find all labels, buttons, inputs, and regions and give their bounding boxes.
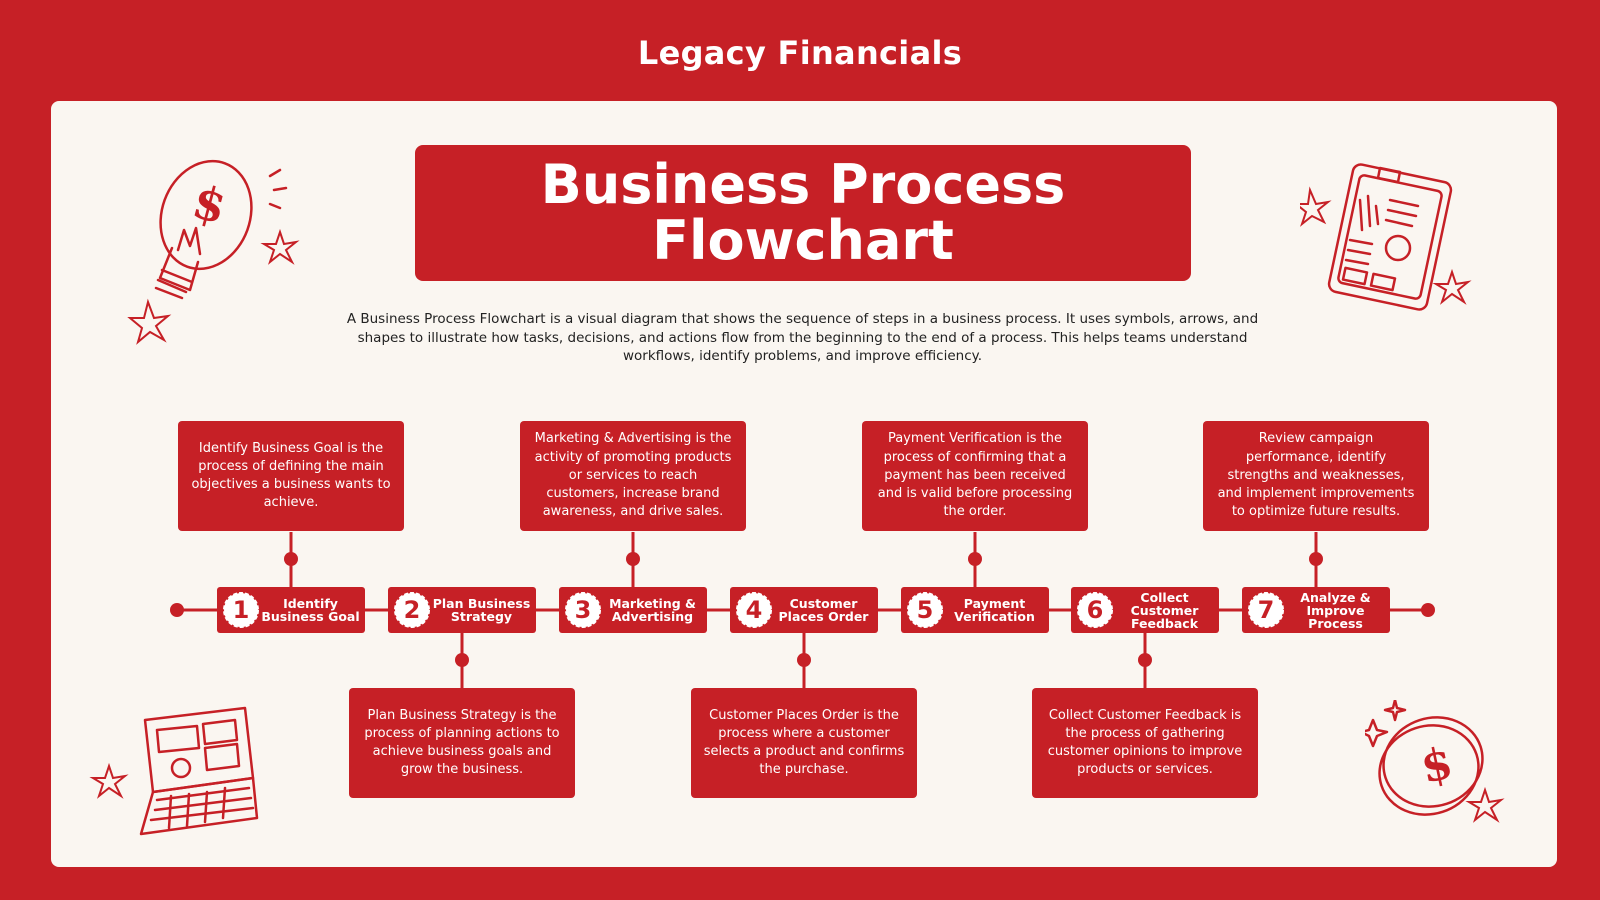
svg-text:$: $ [187, 174, 232, 234]
step-2-label: Plan Business Strategy [432, 596, 531, 624]
brand-title: Legacy Financials [637, 34, 963, 72]
step-3-description-box: Marketing & Advertising is the activity … [520, 421, 746, 531]
step-5-description: Payment Verification is the process of c… [877, 431, 1073, 520]
step-2-description-box: Plan Business Strategy is the process of… [349, 688, 575, 798]
title-banner: Business Process Flowchart [415, 145, 1191, 281]
dollar-coin-icon: $ [1365, 700, 1505, 823]
intro-description: A Business Process Flowchart is a visual… [346, 311, 1259, 364]
step-4-number: 4 [746, 596, 763, 624]
step-5-number: 5 [917, 596, 934, 624]
step-6-number: 6 [1087, 596, 1104, 624]
step-5-number-badge: 5 [906, 591, 944, 629]
step-1-description: Identify Business Goal is the process of… [191, 440, 391, 511]
page-title: Business Process Flowchart [540, 153, 1066, 272]
step-6-number-badge: 6 [1076, 591, 1114, 629]
step-7-label: Analyze & Improve Process [1300, 589, 1371, 631]
lightbulb-dollar-icon: $ [127, 159, 300, 345]
step-6-label: Collect Customer Feedback [1130, 589, 1199, 631]
step-6-box: 6 Collect Customer Feedback [1071, 587, 1219, 633]
step-5-box: 5 Payment Verification [901, 587, 1049, 633]
step-5-description-box: Payment Verification is the process of c… [862, 421, 1088, 531]
step-3-number-badge: 3 [564, 591, 602, 629]
step-1-label: Identify Business Goal [261, 596, 360, 624]
step-5-label: Payment Verification [954, 596, 1035, 624]
step-7-number-badge: 7 [1247, 591, 1285, 629]
step-3-box: 3 Marketing & Advertising [559, 587, 707, 633]
step-1-number-badge: 1 [222, 591, 260, 629]
step-3-number: 3 [575, 596, 592, 624]
step-4-label: Customer Places Order [778, 596, 869, 624]
step-7-box: 7 Analyze & Improve Process [1242, 587, 1390, 633]
svg-text:$: $ [1417, 737, 1458, 793]
step-1-box: 1 Identify Business Goal [217, 587, 365, 633]
step-3-label: Marketing & Advertising [609, 596, 696, 624]
step-7-number: 7 [1258, 596, 1275, 624]
step-2-description: Plan Business Strategy is the process of… [364, 707, 560, 778]
step-7-description-box: Review campaign performance, identify st… [1203, 421, 1429, 531]
clipboard-report-icon [1300, 163, 1472, 311]
step-1-description-box: Identify Business Goal is the process of… [178, 421, 404, 531]
step-4-box: 4 Customer Places Order [730, 587, 878, 633]
step-4-description-box: Customer Places Order is the process whe… [691, 688, 917, 798]
step-2-number: 2 [404, 596, 421, 624]
step-4-number-badge: 4 [735, 591, 773, 629]
step-3-description: Marketing & Advertising is the activity … [534, 431, 732, 520]
laptop-dashboard-icon [89, 706, 259, 836]
step-1-number: 1 [233, 596, 250, 624]
step-6-description: Collect Customer Feedback is the process… [1047, 707, 1243, 778]
step-2-number-badge: 2 [393, 591, 431, 629]
step-2-box: 2 Plan Business Strategy [388, 587, 536, 633]
step-7-description: Review campaign performance, identify st… [1217, 431, 1415, 520]
step-6-description-box: Collect Customer Feedback is the process… [1032, 688, 1258, 798]
step-4-description: Customer Places Order is the process whe… [703, 707, 905, 778]
